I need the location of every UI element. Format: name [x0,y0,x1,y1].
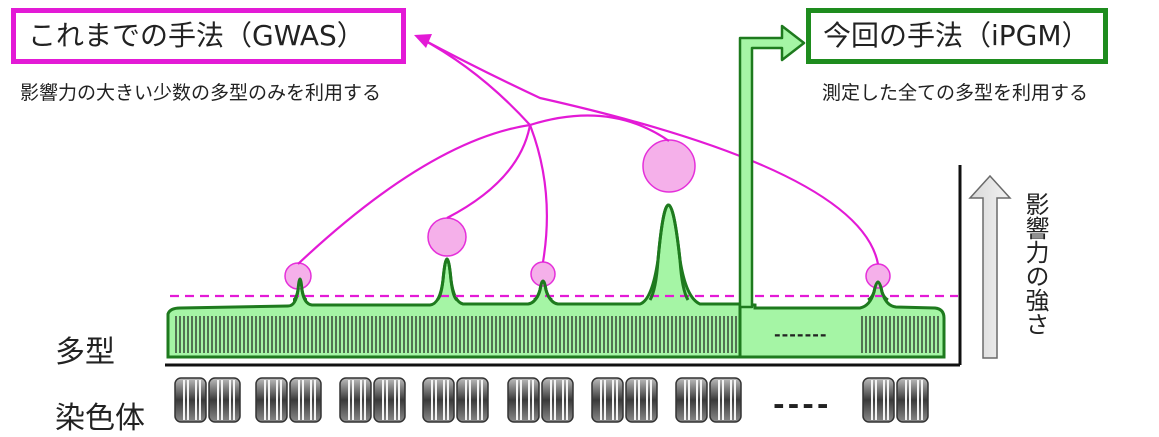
polymorphism-label: 多型 [55,335,115,370]
gwas-title-text: これまでの手法（GWAS） [28,19,365,52]
gwas-caption: 影響力の大きい少数の多型のみを利用する [20,82,382,104]
ipgm-method-title: 今回の手法（iPGM） [806,8,1108,64]
gwas-selection-arrows [297,37,880,265]
ipgm-arrow-icon [738,24,806,309]
peak-outline [292,203,889,302]
selected-peak-marker [642,139,696,193]
gwas-method-title: これまでの手法（GWAS） [11,8,406,64]
ipgm-title-text: 今回の手法（iPGM） [823,19,1090,52]
influence-arrow-icon [968,174,1012,359]
selected-peak-marker [865,263,891,289]
gwas-arrowhead-icon [414,34,432,48]
chromosome-row [174,377,929,423]
polymorphism-ellipsis: ------- [774,325,828,344]
unmeasured-region [757,311,859,355]
influence-axis-label: 影響力の強さ [1021,192,1049,336]
selected-peak-marker [427,217,467,257]
chromosome-ellipsis: ---- [773,388,832,421]
ipgm-caption: 測定した全ての多型を利用する [822,82,1089,104]
polymorphism-hatch [175,316,939,353]
chromosome-label: 染色体 [55,401,145,436]
